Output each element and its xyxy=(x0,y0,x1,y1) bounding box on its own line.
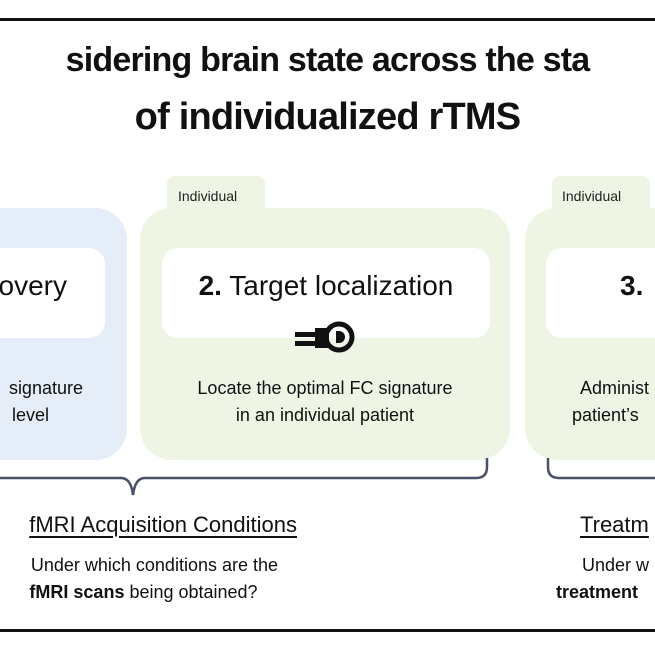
stage-2-title-text: Target localization xyxy=(229,270,454,301)
treatment-conditions-heading: Treatm xyxy=(580,512,649,537)
fmri-scans-bold: fMRI scans xyxy=(29,582,125,602)
stage-3-desc-line-2: patient’s xyxy=(572,405,639,425)
stage-3-desc-line-1: Administ xyxy=(580,378,650,398)
bottom-border xyxy=(0,629,655,632)
fmri-conditions-question-line-1: Under which conditions are the xyxy=(30,555,278,575)
treatment-question-line-1: Under w xyxy=(582,555,650,575)
right-brace xyxy=(546,458,655,480)
bracket-lines xyxy=(0,458,655,496)
stage-3-tab-label: Individual xyxy=(562,188,622,204)
title-line-1: sidering brain state across the sta xyxy=(65,41,591,79)
stage-2-tab-label: Individual xyxy=(178,188,238,204)
title-line-2: of individualized rTMS xyxy=(134,96,521,138)
stage-1-desc-line-1: signature xyxy=(8,378,83,398)
stage-1-title: overy xyxy=(0,270,67,301)
treatment-question-line-2: treatment xyxy=(556,582,639,602)
stage-1-desc-line-2: level xyxy=(11,405,49,425)
stage-2-desc-line-1: Locate the optimal FC signature xyxy=(197,378,453,398)
stage-2-title-box xyxy=(162,248,490,338)
stage-2-desc-line-2: in an individual patient xyxy=(235,405,415,425)
top-border xyxy=(0,18,655,21)
question-rest: being obtained? xyxy=(124,582,258,602)
stage-3-title-box xyxy=(546,248,655,338)
stage-3-number: 3. xyxy=(620,270,644,301)
stage-2-title: 2. Target localization xyxy=(162,270,490,302)
left-brace xyxy=(0,458,489,496)
stage-1-title-box xyxy=(0,248,105,338)
fmri-conditions-heading: fMRI Acquisition Conditions xyxy=(29,512,297,537)
fmri-conditions-question-line-2: fMRI scans being obtained? xyxy=(0,579,287,606)
mri-scanner-icon xyxy=(295,321,355,353)
stage-2-number: 2. xyxy=(198,270,222,301)
